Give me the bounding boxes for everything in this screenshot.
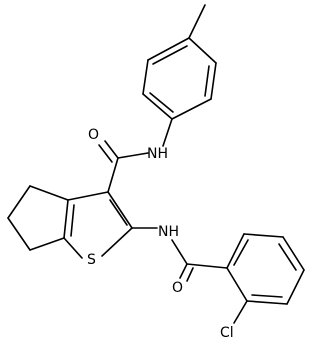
bond-nh-benzoyl (171, 239, 188, 265)
bond-c3-c2-inner (109, 199, 128, 226)
bond-clph-4 (286, 269, 305, 305)
bond-tolyl-3-inner (149, 92, 174, 113)
bond-tolyl-5-inner (204, 65, 210, 97)
bond-clph-2 (243, 233, 284, 238)
bond-tolyl-1-inner (152, 45, 188, 65)
atom-chlorine: Cl (220, 325, 234, 341)
atom-labels: O NH S NH O Cl (87, 127, 234, 341)
atom-amide-oxygen-top: O (88, 127, 99, 143)
bond-c4-c5 (7, 185, 31, 219)
bond-tolyl-4 (171, 98, 212, 120)
bond-c3-c2 (107, 191, 133, 229)
bond-c6-c7a (29, 237, 65, 251)
bond-c7a-c3a-inner (70, 204, 75, 237)
bond-methyl (188, 4, 206, 39)
atom-amide-oxygen-bottom: O (172, 280, 183, 296)
bond-tolyl-6 (188, 37, 217, 64)
bond-clph-3-inner (278, 243, 297, 271)
bond-s-c7a (63, 237, 83, 259)
bond-clph-1 (226, 233, 245, 269)
bond-c5-c6 (7, 217, 31, 251)
bond-c-cl (233, 300, 248, 324)
atom-thiophene-sulfur: S (87, 252, 96, 268)
bond-benzoyl-o-1 (179, 263, 188, 279)
atom-amide-nh-left: NH (158, 224, 179, 240)
bond-c3a-c4 (29, 185, 69, 201)
bond-tolyl-5 (210, 62, 217, 100)
bond-c2-s (101, 227, 133, 257)
bond-clph-3 (282, 236, 305, 271)
bond-benzoyl-aryl (186, 263, 228, 269)
bond-clph-5-inner (251, 294, 283, 298)
chemical-structure: O NH S NH O Cl (7, 4, 305, 341)
bond-clph-6 (226, 267, 248, 302)
bonds (7, 4, 305, 324)
bond-carbonyl-o-top-1 (104, 140, 119, 159)
bond-clph-1-inner (233, 239, 249, 266)
bond-benzoyl-o-2 (186, 267, 194, 282)
bond-tolyl-2 (142, 59, 149, 95)
bond-aryl-nh (162, 118, 173, 147)
bond-carbonyl-o-top-2 (98, 144, 113, 163)
bond-c7a-c3a (63, 199, 69, 239)
bond-c3a-c3 (67, 191, 109, 201)
atom-amide-nh-top: NH (147, 146, 168, 162)
bond-tolyl-3 (142, 93, 173, 120)
bond-clph-5 (246, 300, 288, 305)
bond-carbonyl-thiophene (107, 157, 119, 193)
bond-tolyl-1 (147, 37, 190, 61)
bond-nh-carbonyl (117, 152, 149, 159)
